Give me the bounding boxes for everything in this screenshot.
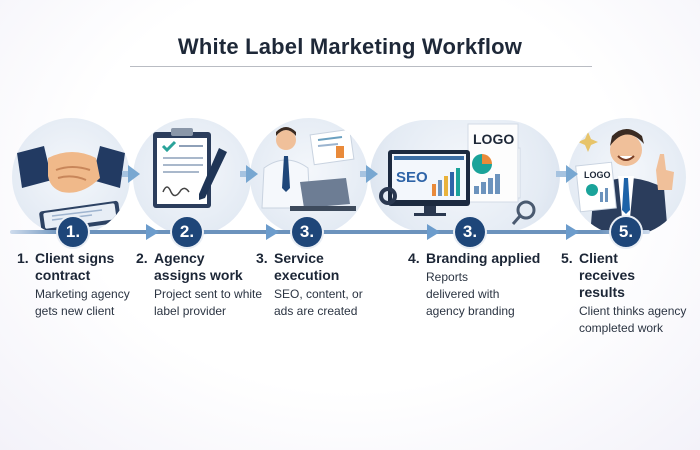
step-1-title: Client signs contract xyxy=(35,250,115,283)
step-4-description: Reports delivered with agency branding xyxy=(426,270,515,318)
page-title: White Label Marketing Workflow xyxy=(177,34,523,59)
step-1-description: Marketing agency gets new client xyxy=(35,287,130,318)
flow-arrow-1-2 xyxy=(128,165,140,183)
step-1-number: 1. xyxy=(17,250,29,266)
step-2-badge: 2. xyxy=(172,217,202,247)
flow-arrow-2-3 xyxy=(246,165,258,183)
step-3-badge: 3. xyxy=(292,217,322,247)
step-5-title: Client receives results xyxy=(579,250,636,300)
flow-arrow-4-5-stem xyxy=(556,171,566,177)
seo-text: SEO xyxy=(396,169,428,186)
step-2-description: Project sent to white label provider xyxy=(154,287,263,318)
step-1-text: 1. Client signs contract Marketing agenc… xyxy=(17,250,139,320)
step-3-text: 3. Service execution SEO, content, or ad… xyxy=(256,250,376,320)
step-3-illustration xyxy=(250,118,368,236)
step-5-number: 5. xyxy=(561,250,573,266)
flow-arrow-1-2-stem xyxy=(122,171,128,177)
step-2-title: Agency assigns work xyxy=(154,250,243,283)
step-3-title: Service execution xyxy=(274,250,340,283)
flow-line-arrow-1 xyxy=(146,224,159,240)
person-laptop-icon xyxy=(261,127,356,211)
flow-line xyxy=(10,230,650,234)
step-3-description: SEO, content, or ads are created xyxy=(274,287,363,318)
step-4-illustration: LOGO SEO xyxy=(370,120,560,232)
flow-line-arrow-4 xyxy=(566,224,579,240)
logo-text: LOGO xyxy=(473,131,514,147)
flow-arrow-3-4 xyxy=(366,165,378,183)
step-1-badge: 1. xyxy=(58,217,88,247)
clipboard-contract-icon xyxy=(153,128,227,208)
step-2-text: 2. Agency assigns work Project sent to w… xyxy=(136,250,264,320)
step-4-text: 4. Branding applied Reports delivered wi… xyxy=(408,250,548,320)
flow-arrow-2-3-stem xyxy=(240,171,248,177)
step-5-description: Client thinks agency completed work xyxy=(579,304,687,335)
seo-monitor-logo-reports-icon: LOGO SEO xyxy=(379,123,536,225)
step-2-number: 2. xyxy=(136,250,148,266)
flow-line-arrow-3 xyxy=(427,224,440,240)
flow-line-arrow-2 xyxy=(266,224,279,240)
happy-client-thumbs-up-icon: LOGO xyxy=(575,129,674,236)
step-4-badge: 3. xyxy=(455,217,485,247)
flow-arrow-3-4-stem xyxy=(360,171,368,177)
title-divider xyxy=(130,66,592,67)
step-4-title: Branding applied xyxy=(426,250,541,266)
step-5-badge: 5. xyxy=(611,217,641,247)
step-4-number: 4. xyxy=(408,250,420,266)
step-5-text: 5. Client receives results Client thinks… xyxy=(561,250,697,337)
flow-arrow-4-5 xyxy=(566,165,578,183)
step-3-number: 3. xyxy=(256,250,268,266)
logo-text: LOGO xyxy=(584,170,611,180)
step-5-illustration: LOGO xyxy=(568,118,686,236)
step-2-illustration xyxy=(133,118,251,236)
